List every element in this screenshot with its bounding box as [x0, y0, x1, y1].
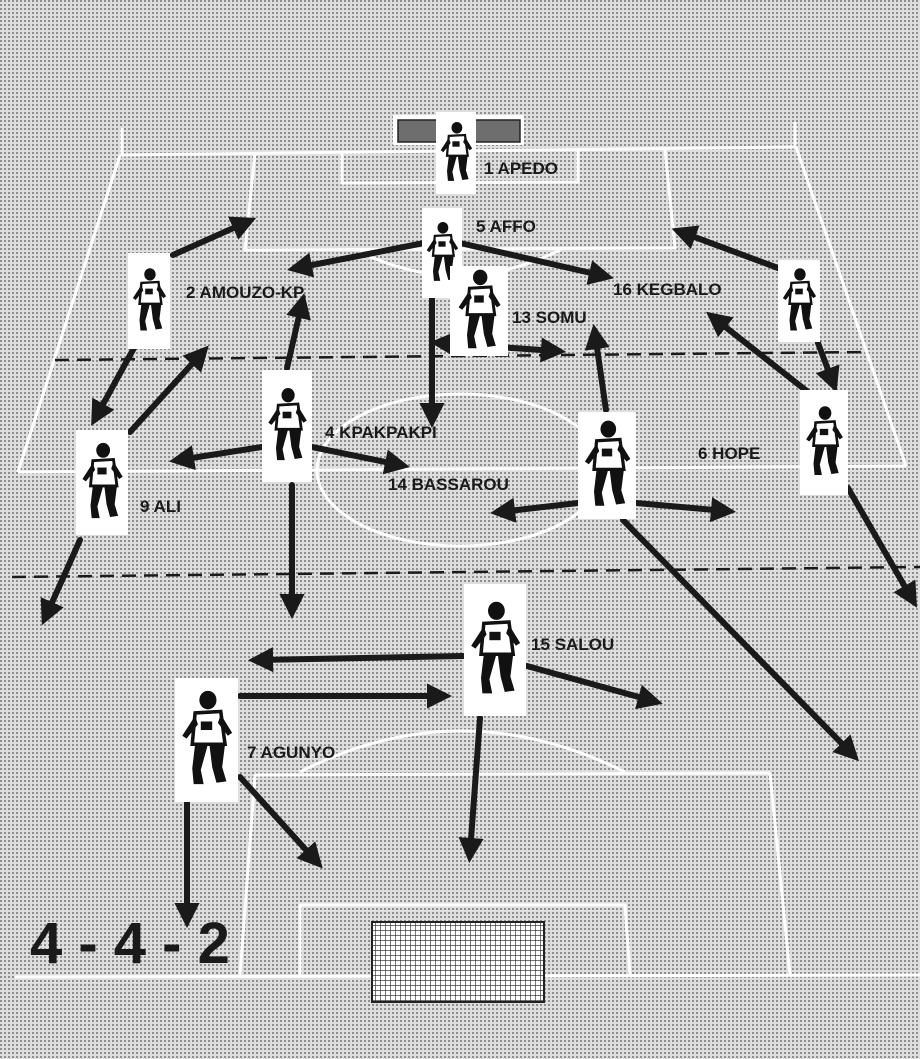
player-card-apedo: [436, 112, 476, 194]
player-label-kpakpakpi: 4 KPAKPAKPI: [325, 423, 437, 442]
player-card-amouzo: [128, 253, 170, 349]
player-card-hope: [800, 390, 848, 495]
player-label-apedo: 1 APEDO: [484, 159, 558, 178]
player-label-agunyo: 7 AGUNYO: [247, 743, 335, 762]
player-card-bassarou: [578, 412, 636, 519]
player-label-bassarou: 14 BASSAROU: [388, 475, 509, 494]
player-card-agunyo: [175, 678, 238, 802]
player-label-ali: 9 ALI: [140, 497, 181, 516]
player-label-hope: 6 HOPE: [698, 444, 760, 463]
player-label-salou: 15 SALOU: [531, 635, 614, 654]
player-label-affo: 5 AFFO: [476, 217, 536, 236]
player-card-ali: [76, 430, 128, 535]
formation-label: 4 - 4 - 2: [30, 911, 230, 976]
bottom-goal: [372, 922, 544, 1002]
player-card-kpakpakpi: [262, 370, 312, 482]
player-card-kegbalo: [778, 260, 820, 342]
player-label-amouzo: 2 AMOUZO-KP.: [186, 283, 307, 302]
player-label-somu: 13 SOMU: [512, 308, 587, 327]
player-card-salou: [464, 584, 526, 716]
player-card-somu: [450, 266, 508, 356]
player-label-kegbalo: 16 KEGBALO: [613, 280, 722, 299]
